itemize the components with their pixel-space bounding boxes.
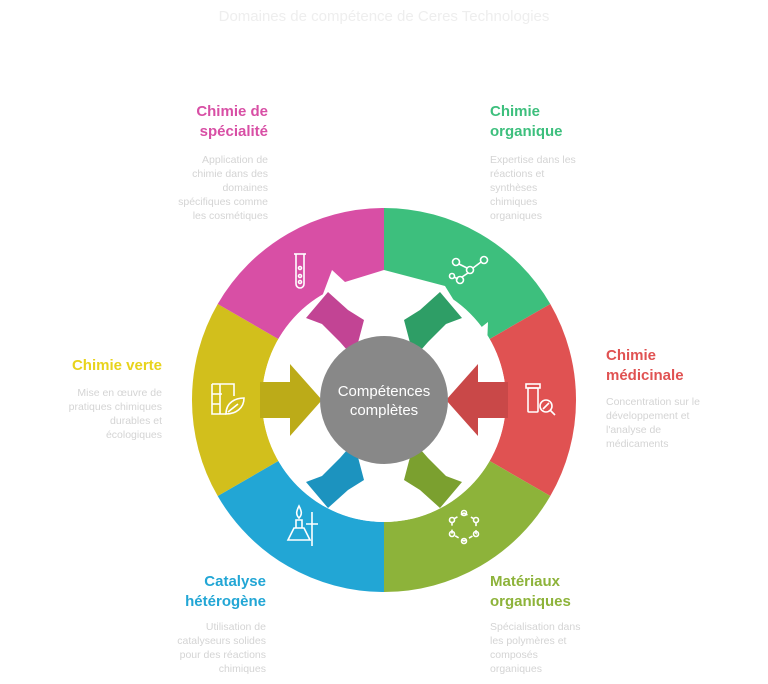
label-catalyse-heterogene-line2: hétérogène [185,593,266,610]
test-tube-icon [294,253,306,289]
label-chimie-medicinale-line2: médicinale [606,367,684,384]
desc-chimie-organique-line2: réactions et [490,168,545,180]
center-label-line1: Compétences [338,383,431,400]
medicine-jar-icon [525,383,556,416]
arrow-chimie-de-specialite [306,292,364,358]
desc-chimie-de-specialite-line4: spécifiques comme [178,196,268,208]
desc-chimie-de-specialite-line2: chimie dans des [192,168,268,180]
desc-chimie-verte-line1: Mise en œuvre de [77,387,162,399]
desc-chimie-organique-line3: synthèses [490,182,538,194]
desc-chimie-de-specialite-line1: Application de [202,154,268,166]
label-chimie-medicinale: Chimie médicinale [606,346,684,386]
diagram-title: Domaines de compétence de Ceres Technolo… [218,8,550,25]
desc-catalyse-heterogene-line3: pour des réactions [179,649,266,661]
label-chimie-medicinale-line1: Chimie [606,347,657,364]
center-label-line2: complètes [350,402,418,419]
hexagon-molecule-icon [448,509,480,545]
desc-chimie-organique-line4: chimiques [490,196,538,208]
label-chimie-verte: Chimie verte [40,356,162,376]
desc-catalyse-heterogene-line1: Utilisation de [205,621,266,633]
desc-chimie-medicinale-line1: Concentration sur le [606,396,700,408]
desc-chimie-medicinale: Concentration sur le développement et l'… [606,395,700,451]
desc-chimie-medicinale-line2: développement et [606,410,690,422]
desc-chimie-verte-line2: pratiques chimiques [68,401,162,413]
desc-catalyse-heterogene: Utilisation de catalyseurs solides pour … [130,620,266,676]
desc-chimie-de-specialite-line3: domaines [222,182,268,194]
desc-chimie-verte-line3: durables et [110,415,162,427]
bunsen-burner-icon [286,504,318,546]
label-chimie-de-specialite-line1: Chimie de [196,103,268,120]
label-chimie-de-specialite-line2: spécialité [199,123,268,140]
desc-materiaux-organiques-line2: les polymères et [490,635,567,647]
desc-chimie-organique: Expertise dans les réactions et synthèse… [490,153,576,223]
label-chimie-organique-line2: organique [490,123,563,140]
eco-building-icon [211,383,245,415]
desc-chimie-de-specialite-line5: les cosmétiques [192,210,268,222]
desc-materiaux-organiques-line3: composés [490,649,538,661]
desc-catalyse-heterogene-line2: catalyseurs solides [177,635,266,647]
label-materiaux-organiques: Matériaux organiques [490,572,571,612]
arrow-chimie-organique [404,292,462,358]
desc-materiaux-organiques-line4: organiques [490,663,542,675]
arrow-chimie-verte [260,364,322,436]
desc-chimie-medicinale-line4: médicaments [606,438,669,450]
label-chimie-de-specialite: Chimie de spécialité [130,102,268,142]
label-chimie-verte-line1: Chimie verte [71,357,162,374]
desc-chimie-medicinale-line3: l'analyse de [606,424,662,436]
label-materiaux-organiques-line2: organiques [490,593,571,610]
label-chimie-organique-line1: Chimie [490,103,541,120]
desc-chimie-organique-line5: organiques [490,210,542,222]
desc-chimie-organique-line1: Expertise dans les [490,154,576,166]
desc-materiaux-organiques: Spécialisation dans les polymères et com… [490,620,580,676]
molecule-icon [448,255,489,285]
arrow-catalyse-heterogene [306,442,364,508]
label-chimie-organique: Chimie organique [490,102,563,142]
arrow-chimie-medicinale [446,364,508,436]
desc-chimie-verte-line4: écologiques [105,429,162,441]
label-catalyse-heterogene-line1: Catalyse [204,573,266,590]
label-materiaux-organiques-line1: Matériaux [490,573,561,590]
desc-chimie-verte: Mise en œuvre de pratiques chimiques dur… [40,386,162,442]
desc-catalyse-heterogene-line4: chimiques [218,663,266,675]
desc-materiaux-organiques-line1: Spécialisation dans [490,621,581,633]
desc-chimie-de-specialite: Application de chimie dans des domaines … [130,153,268,223]
arrow-materiaux-organiques [404,442,462,508]
center-circle [320,336,448,464]
label-catalyse-heterogene: Catalyse hétérogène [130,572,266,612]
